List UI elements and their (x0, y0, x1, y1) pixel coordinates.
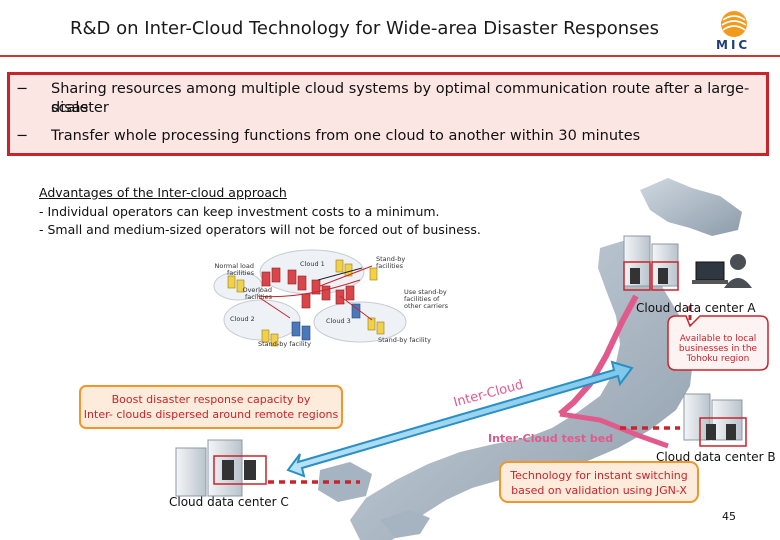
tohoku-text-1: Available to local (679, 334, 757, 344)
tohoku-text-2: businesses in the (678, 344, 758, 354)
inter-cloud-arrow (286, 360, 634, 478)
summary-item-2: Transfer whole processing functions from… (51, 128, 641, 144)
label-cloud2: Cloud 2 (230, 315, 255, 323)
label-cloud1: Cloud 1 (300, 260, 325, 268)
advantage-line-1: - Individual operators can keep investme… (39, 204, 440, 219)
data-center-b-icon (683, 393, 747, 447)
label-overload: Overload facilities (242, 286, 272, 301)
label-cloud3: Cloud 3 (326, 317, 351, 325)
advantages-title: Advantages of the Inter-cloud approach (39, 185, 287, 200)
mic-logo (721, 11, 747, 37)
tohoku-text-3: Tohoku region (686, 354, 750, 364)
summary-item-1: Sharing resources among multiple cloud s… (51, 81, 750, 116)
data-center-a-icon (623, 235, 752, 291)
title-divider (0, 55, 780, 57)
boost-text-1: Boost disaster response capacity by (111, 393, 311, 406)
summary-box: − Sharing resources among multiple cloud… (7, 72, 769, 156)
page-number: 45 (722, 510, 736, 523)
inset-diagram (213, 249, 407, 347)
testbed-label: Inter-Cloud test bed (488, 432, 614, 445)
bullet-dash: − (16, 81, 29, 97)
dc-c-label: Cloud data center C (169, 495, 289, 509)
bullet-dash: − (16, 128, 29, 144)
japan-map (318, 178, 742, 540)
tech-text-1: Technology for instant switching (510, 469, 688, 482)
dc-b-label: Cloud data center B (656, 450, 776, 464)
data-center-c-icon (175, 439, 267, 497)
summary-item-1-cont: disaster (51, 100, 109, 116)
boost-box (79, 385, 343, 429)
advantage-line-2: - Small and medium-sized operators will … (39, 222, 481, 237)
label-standby-top: Stand-by facilities (376, 255, 406, 270)
label-standby-bottom-left: Stand-by facility (258, 340, 311, 348)
page-title: R&D on Inter-Cloud Technology for Wide-a… (70, 18, 660, 39)
technology-box (499, 461, 699, 503)
tech-text-2: based on validation using JGN-X (511, 484, 687, 497)
label-standby-bottom-right: Stand-by facility (378, 336, 431, 344)
boost-text-2: Inter- clouds dispersed around remote re… (83, 408, 339, 421)
dc-a-label: Cloud data center A (636, 301, 756, 315)
tohoku-callout (667, 315, 769, 371)
label-normal-load: Normal load facilities (214, 262, 254, 277)
label-use-standby: Use stand-by facilities of other carrier… (404, 288, 449, 310)
logo-text: MIC (716, 38, 751, 52)
